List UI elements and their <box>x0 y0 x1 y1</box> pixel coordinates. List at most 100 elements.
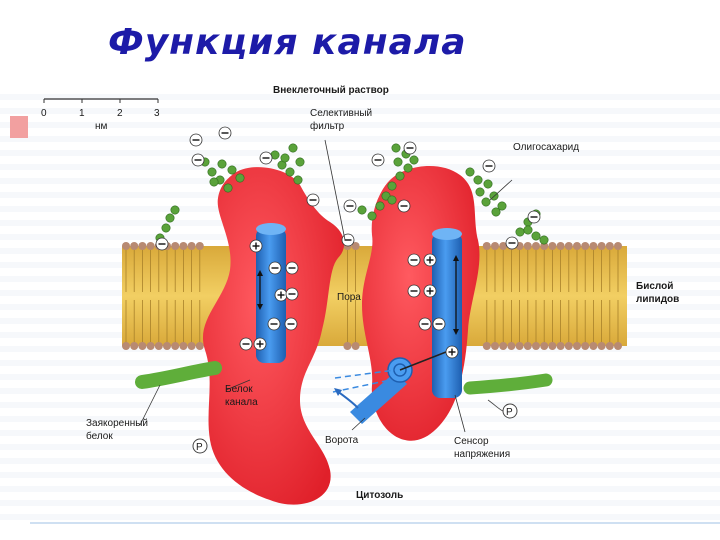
charge-symbols <box>155 126 541 359</box>
sugar-bead <box>481 197 491 207</box>
lipid-head <box>195 342 204 350</box>
label-gate: Ворота <box>325 435 359 446</box>
sugar-bead <box>293 175 303 185</box>
sugar-bead <box>475 187 485 197</box>
oligosaccharide-chains <box>155 143 549 245</box>
sugar-bead <box>387 195 397 205</box>
lipid-head <box>130 342 139 350</box>
label-bilayer-1: Бислой <box>636 281 673 292</box>
anchored-protein-left <box>135 361 222 389</box>
sugar-bead <box>497 201 507 211</box>
sugar-bead <box>280 153 290 163</box>
scale-tick-2: 2 <box>117 108 123 119</box>
lipid-head <box>351 242 360 250</box>
sugar-bead <box>515 227 525 237</box>
lipid-head <box>163 342 171 350</box>
lipid-head <box>540 342 549 350</box>
lipid-head <box>581 342 590 350</box>
sugar-bead <box>531 231 541 241</box>
lipid-head <box>548 342 557 350</box>
scale-bar: 0 1 2 3 нм <box>41 98 160 132</box>
lipid-head <box>499 242 508 250</box>
sugar-bead <box>375 201 385 211</box>
sugar-bead <box>165 213 175 223</box>
lipid-head <box>556 342 565 350</box>
sugar-bead <box>393 157 403 167</box>
lipid-head <box>171 342 180 350</box>
sugar-bead <box>483 179 493 189</box>
lipid-head <box>605 342 614 350</box>
lipid-head <box>564 242 573 250</box>
scale-unit: нм <box>95 121 108 132</box>
helix-movement-arrows <box>257 255 459 335</box>
lipid-head <box>351 342 360 350</box>
sugar-bead <box>223 183 233 193</box>
lipid-head <box>138 342 147 350</box>
label-voltage-sensor-1: Сенсор <box>454 436 489 447</box>
lipid-head <box>523 342 532 350</box>
lipid-head <box>122 342 130 350</box>
lipid-head <box>589 342 598 350</box>
label-extracellular: Внеклеточный раствор <box>273 85 389 96</box>
bottom-rule <box>30 522 720 524</box>
sugar-bead <box>285 167 295 177</box>
label-voltage-sensor-2: напряжения <box>454 449 510 460</box>
lipid-head <box>515 342 524 350</box>
label-anchored-protein-2: белок <box>86 430 113 442</box>
lipid-head <box>548 242 557 250</box>
phosphate-right: P <box>487 399 518 419</box>
scale-tick-3: 3 <box>154 108 160 119</box>
lipid-head <box>499 342 508 350</box>
lipid-head <box>187 242 196 250</box>
label-oligosaccharide: Олигосахарид <box>513 142 579 153</box>
sugar-bead <box>288 143 298 153</box>
label-selective-filter-1: Селективный <box>310 108 372 119</box>
sugar-bead <box>235 173 245 183</box>
lipid-head <box>187 342 196 350</box>
sugar-bead <box>217 159 227 169</box>
sugar-bead <box>387 181 397 191</box>
lipid-head <box>573 242 581 250</box>
leader-lines <box>139 139 513 433</box>
sugar-bead <box>465 167 475 177</box>
lipid-head <box>179 242 188 250</box>
sugar-bead <box>227 165 237 175</box>
sugar-bead <box>395 171 405 181</box>
sugar-bead <box>539 235 549 245</box>
lipid-head <box>138 242 147 250</box>
sugar-bead <box>295 157 305 167</box>
lipid-head <box>597 342 606 350</box>
lipid-head <box>605 242 614 250</box>
scale-tick-1: 1 <box>79 108 85 119</box>
lipid-head <box>482 242 491 250</box>
lipid-head <box>146 242 155 250</box>
lipid-head <box>589 242 598 250</box>
sugar-bead <box>357 205 367 215</box>
lipid-head <box>532 342 540 350</box>
lipid-head <box>179 342 188 350</box>
channel-gate <box>332 351 447 424</box>
lipid-head <box>154 342 163 350</box>
label-selective-filter-2: фильтр <box>310 120 345 132</box>
lipid-head <box>614 342 622 350</box>
lipid-head <box>122 242 130 250</box>
label-anchored-protein-1: Заякоренный <box>86 418 148 429</box>
scale-tick-0: 0 <box>41 108 47 119</box>
lipid-head <box>597 242 606 250</box>
lipid-head <box>130 242 139 250</box>
sugar-bead <box>491 207 501 217</box>
svg-text:P: P <box>196 442 203 453</box>
slide-title: Функция канала <box>108 22 467 63</box>
lipid-head <box>343 342 352 350</box>
label-channel-protein-1: Белок <box>225 384 253 395</box>
sugar-bead <box>161 223 171 233</box>
label-cytosol: Цитозоль <box>356 490 403 501</box>
lipid-head <box>532 242 540 250</box>
slide-accent-bar <box>10 116 28 138</box>
anchored-protein-right <box>463 373 553 395</box>
lipid-head <box>573 342 581 350</box>
sugar-bead <box>207 167 217 177</box>
label-bilayer-2: липидов <box>636 294 679 305</box>
phosphate-left: P <box>192 438 208 454</box>
